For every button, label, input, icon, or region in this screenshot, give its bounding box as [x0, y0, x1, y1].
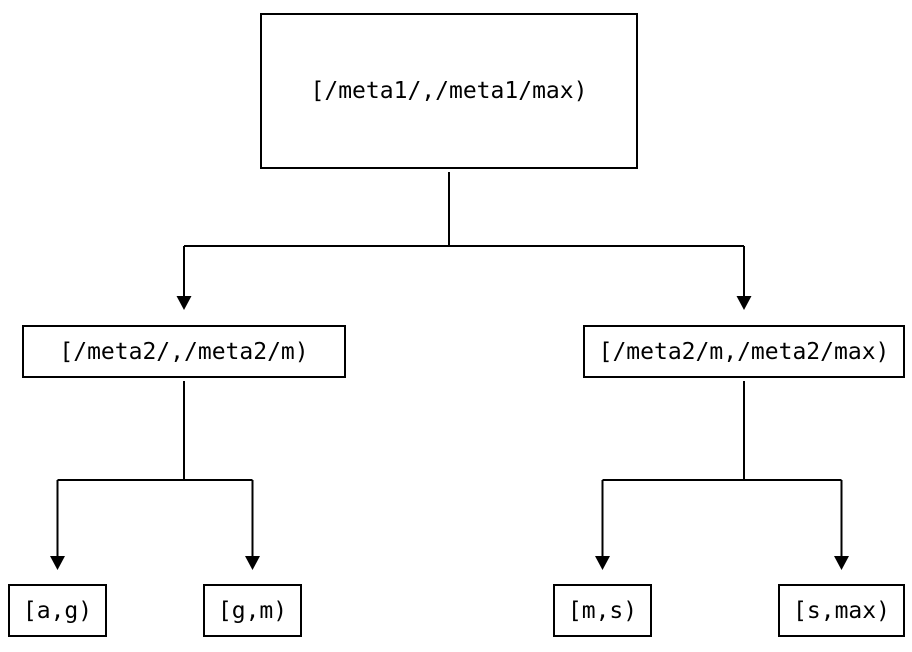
- node-label: [g,m): [217, 597, 288, 624]
- node-leaf-s-max: [s,max): [778, 584, 905, 637]
- node-meta1-range: [/meta1/,/meta1/max): [260, 13, 638, 169]
- node-leaf-a-g: [a,g): [8, 584, 107, 637]
- node-label: [/meta2/m,/meta2/max): [598, 338, 890, 365]
- arrowhead-down-icon: [834, 556, 849, 570]
- node-leaf-g-m: [g,m): [203, 584, 302, 637]
- arrowhead-down-icon: [245, 556, 260, 570]
- node-meta2-low-range: [/meta2/,/meta2/m): [22, 325, 346, 378]
- node-label: [s,max): [793, 597, 890, 624]
- node-label: [a,g): [22, 597, 93, 624]
- node-leaf-m-s: [m,s): [553, 584, 652, 637]
- arrowhead-down-icon: [176, 296, 192, 310]
- node-label: [/meta1/,/meta1/max): [310, 78, 588, 104]
- arrowhead-down-icon: [595, 556, 610, 570]
- node-meta2-high-range: [/meta2/m,/meta2/max): [583, 325, 905, 378]
- node-label: [m,s): [567, 597, 638, 624]
- arrowhead-down-icon: [50, 556, 65, 570]
- arrowhead-down-icon: [736, 296, 752, 310]
- node-label: [/meta2/,/meta2/m): [59, 338, 309, 365]
